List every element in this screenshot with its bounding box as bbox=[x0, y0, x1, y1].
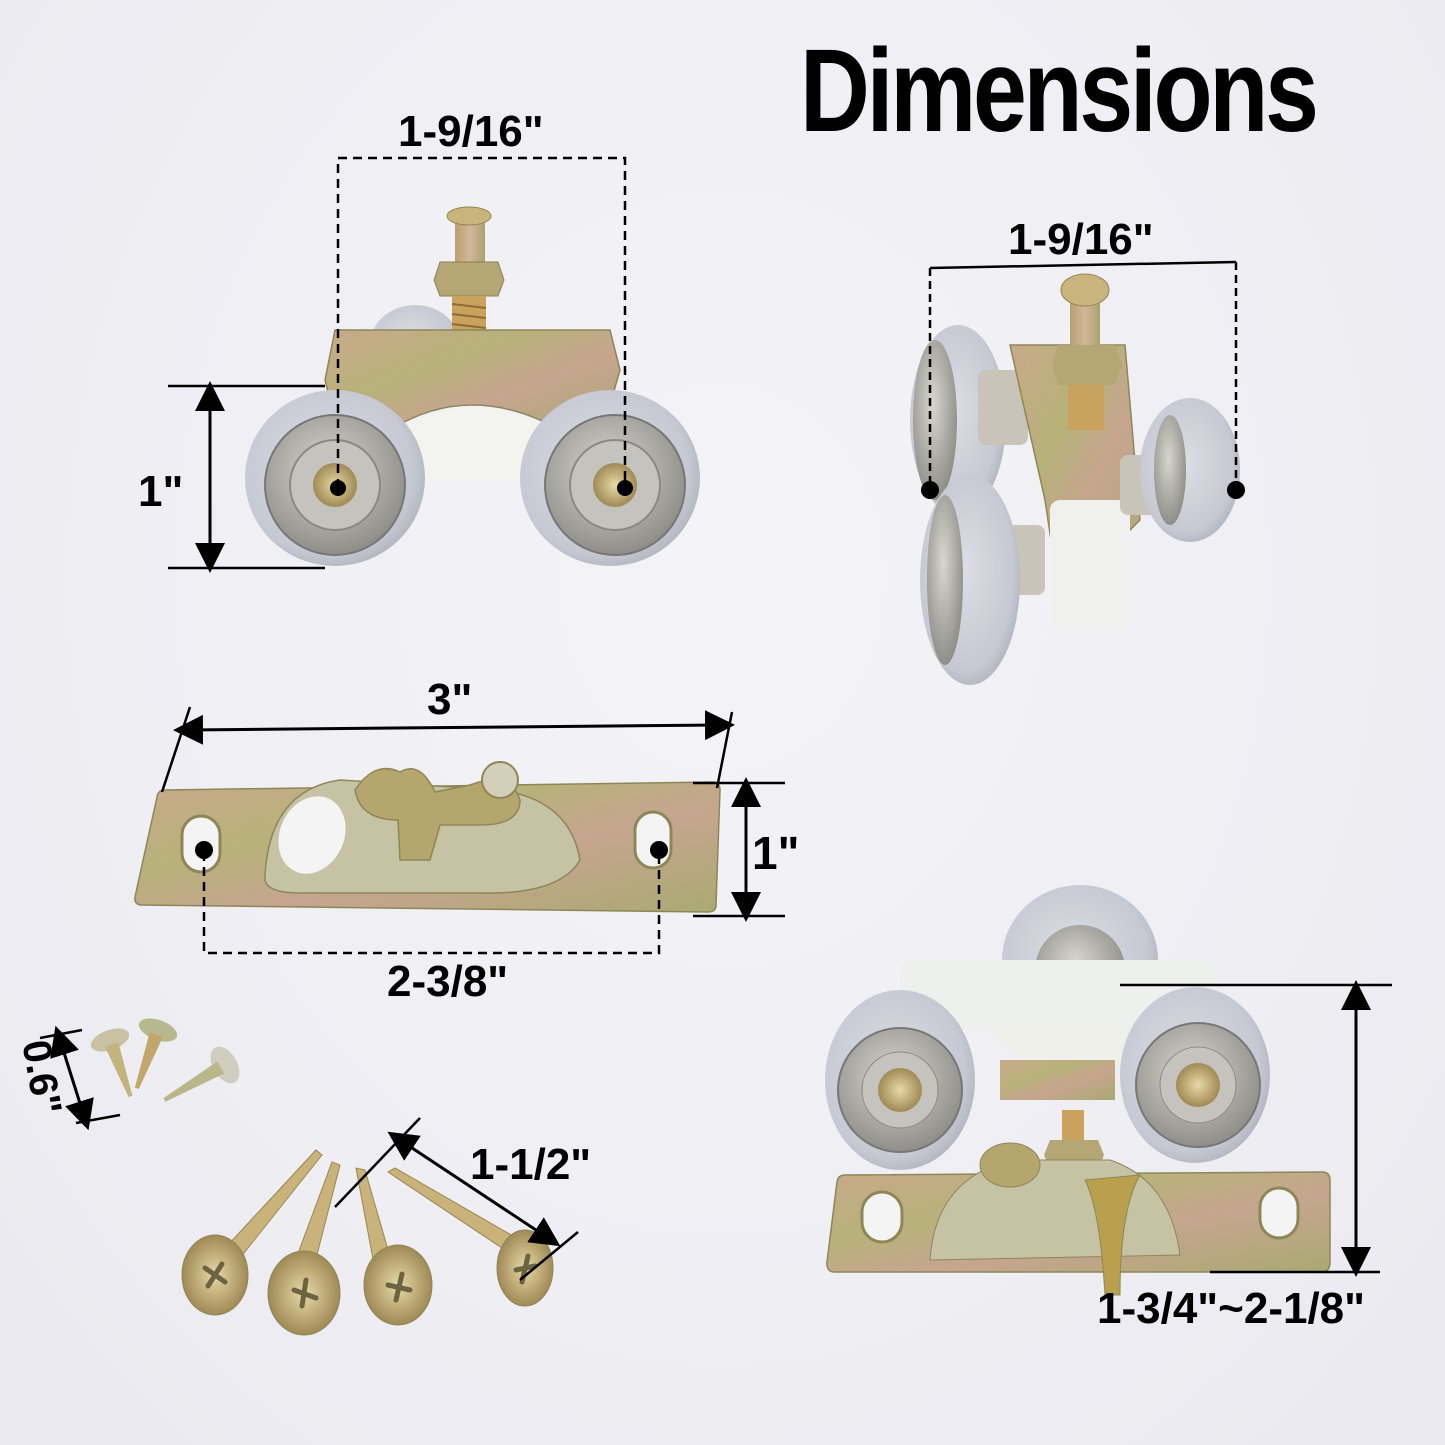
front-roller-height-label: 1" bbox=[138, 467, 184, 516]
plate-hole-spacing-label: 2-3/8" bbox=[387, 957, 509, 1006]
angled-roller-width-label: 1-9/16" bbox=[1008, 215, 1154, 264]
short-screws-dimension-lines bbox=[39, 1025, 121, 1131]
assembled-roller-image bbox=[825, 885, 1331, 1296]
front-roller-image bbox=[245, 206, 700, 566]
assembled-dimension-lines bbox=[1120, 980, 1392, 1277]
long-screw-length-label: 1-1/2" bbox=[470, 1140, 592, 1189]
plate-height-label: 1" bbox=[752, 827, 800, 879]
mounting-plate-dimension-lines bbox=[160, 706, 785, 955]
front-roller-width-label: 1-9/16" bbox=[398, 107, 544, 156]
mounting-plate-image bbox=[134, 761, 721, 913]
assembled-height-range-label: 1-3/4"~2-1/8" bbox=[1097, 1284, 1365, 1333]
short-screws-image bbox=[90, 1018, 240, 1102]
front-roller-dimension-lines bbox=[168, 156, 633, 573]
angled-roller-dimension-lines bbox=[921, 260, 1245, 499]
long-screws-dimension-lines bbox=[334, 1117, 579, 1281]
angled-roller-image bbox=[910, 273, 1240, 685]
page-title: Dimensions bbox=[800, 25, 1319, 157]
plate-length-label: 3" bbox=[427, 675, 473, 724]
